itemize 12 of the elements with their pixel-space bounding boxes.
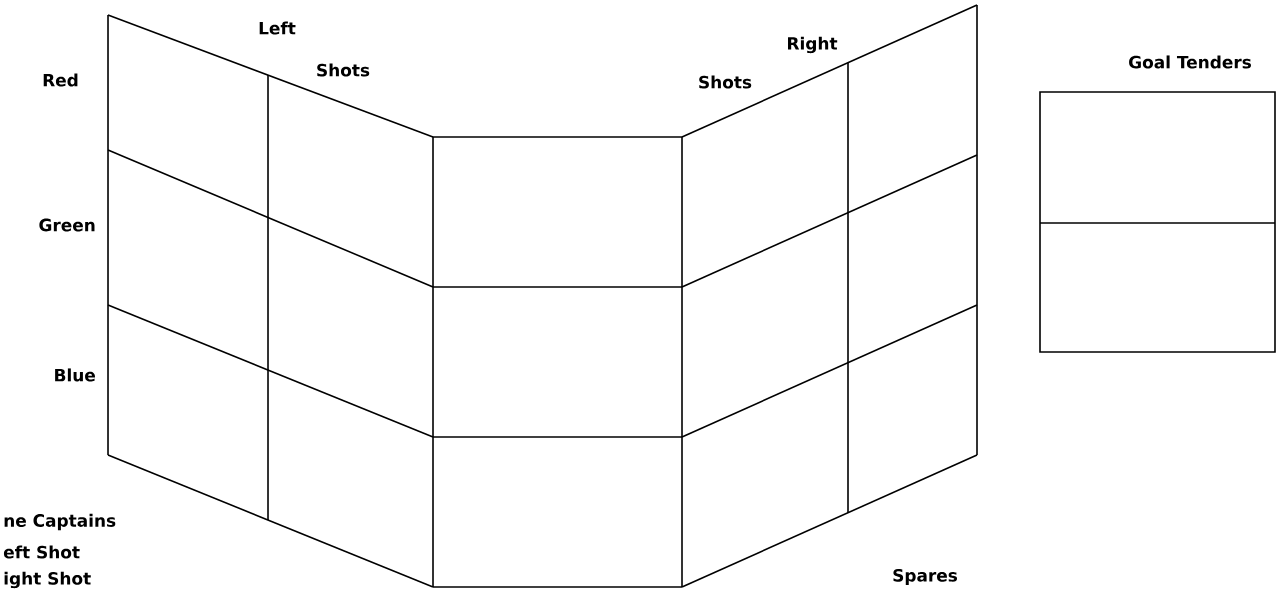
- label: Left: [259, 21, 296, 35]
- label: Red: [43, 73, 78, 87]
- label: Right: [788, 36, 838, 54]
- label: Shots: [699, 75, 752, 89]
- label: eft Shot: [3, 545, 80, 559]
- label: Green: [39, 218, 95, 232]
- label: Spares: [893, 568, 958, 586]
- label: Shots: [317, 63, 370, 77]
- label: Blue: [55, 368, 95, 382]
- label: Goal Tenders: [1129, 55, 1251, 69]
- label: ight Shot: [4, 571, 91, 589]
- label: ne Captains: [4, 513, 116, 531]
